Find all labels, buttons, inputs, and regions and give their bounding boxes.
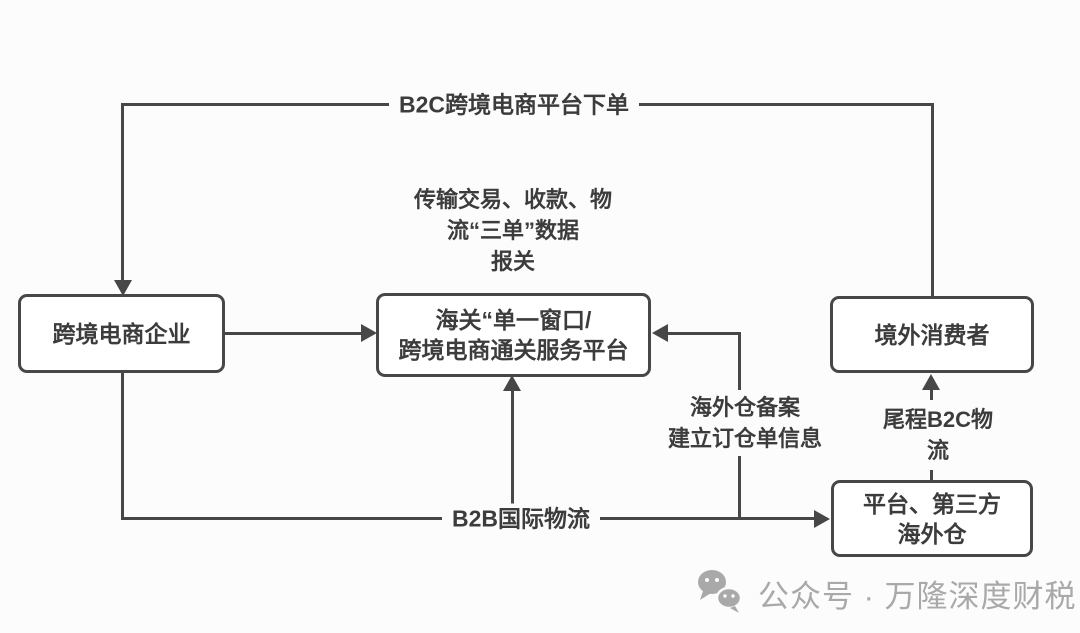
- arrowhead-up-into-customs: [503, 375, 521, 391]
- edge-label-b2b: B2B国际物流: [441, 503, 601, 535]
- arrowhead-down-into-enterprise: [114, 280, 132, 296]
- watermark-text: 公众号 · 万隆深度财税: [758, 578, 1077, 614]
- node-enterprise: 跨境电商企业: [18, 294, 225, 373]
- edge-declare-vline: [511, 390, 514, 519]
- edge-b2b-left-vline: [121, 371, 124, 520]
- edge-top-order-left-vline: [121, 103, 124, 283]
- node-customs: 海关“单一窗口/ 跨境电商通关服务平台: [376, 293, 651, 377]
- edge-label-overseas-filing: 海外仓备案 建立订仓单信息: [659, 390, 831, 456]
- arrowhead-left-into-customs: [652, 324, 668, 342]
- node-warehouse: 平台、第三方 海外仓: [831, 480, 1033, 557]
- watermark: 公众号 · 万隆深度财税: [696, 568, 1077, 618]
- edge-label-three-docs: 传输交易、收款、物 流“三单”数据 报关: [413, 187, 613, 274]
- edge-label-last-mile: 尾程B2C物流: [867, 400, 1009, 470]
- edge-enterprise-customs-line: [224, 332, 364, 335]
- wechat-icon: [696, 568, 746, 618]
- arrowhead-up-into-consumer: [922, 374, 940, 390]
- edge-filing-hline: [666, 332, 740, 335]
- arrowhead-right-into-customs: [361, 324, 377, 342]
- edge-top-order-right-vline: [931, 103, 934, 297]
- arrowhead-right-into-warehouse: [814, 510, 830, 528]
- edge-label-top-order: B2C跨境电商平台下单: [388, 89, 640, 121]
- node-consumer: 境外消费者: [830, 296, 1034, 373]
